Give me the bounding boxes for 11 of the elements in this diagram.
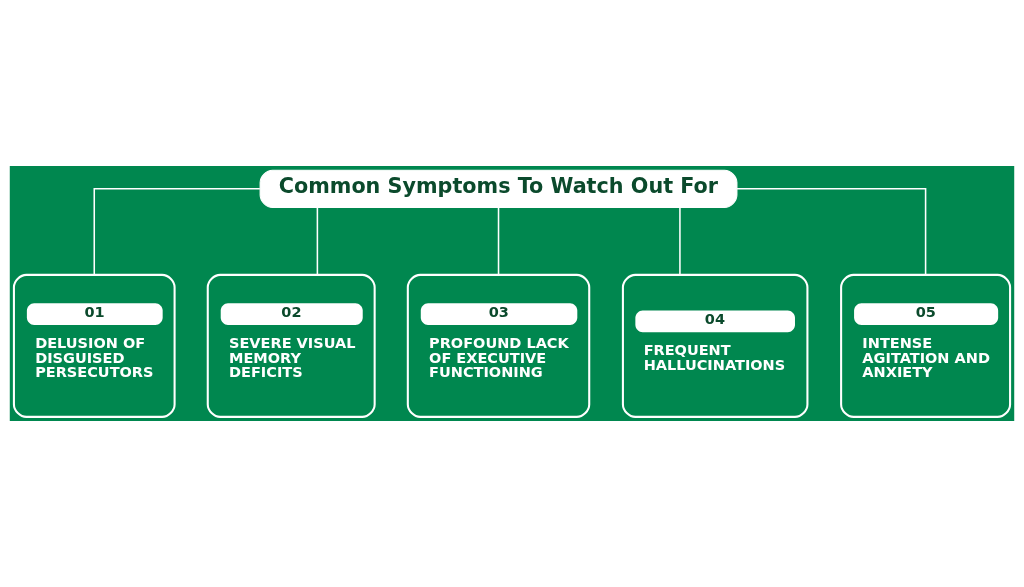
- node-box: 02 SEVERE VISUAL MEMORY DEFICITS: [206, 273, 376, 418]
- node-box: Common Symptoms To Watch Out For: [259, 169, 738, 208]
- connector: [679, 206, 681, 276]
- node-box: 05 INTENSE AGITATION AND ANXIETY: [840, 273, 1012, 418]
- node-box: 03 PROFOUND LACK OF EXECUTIVE FUNCTIONING: [406, 273, 591, 418]
- connector: [93, 188, 261, 276]
- connector: [497, 206, 500, 276]
- node-box: 04 FREQUENT HALLUCINATIONS: [621, 273, 809, 418]
- connector: [736, 188, 927, 276]
- connector: [316, 206, 319, 276]
- node-box: 01 DELUSION OF DISGUISED PERSECUTORS: [12, 273, 176, 418]
